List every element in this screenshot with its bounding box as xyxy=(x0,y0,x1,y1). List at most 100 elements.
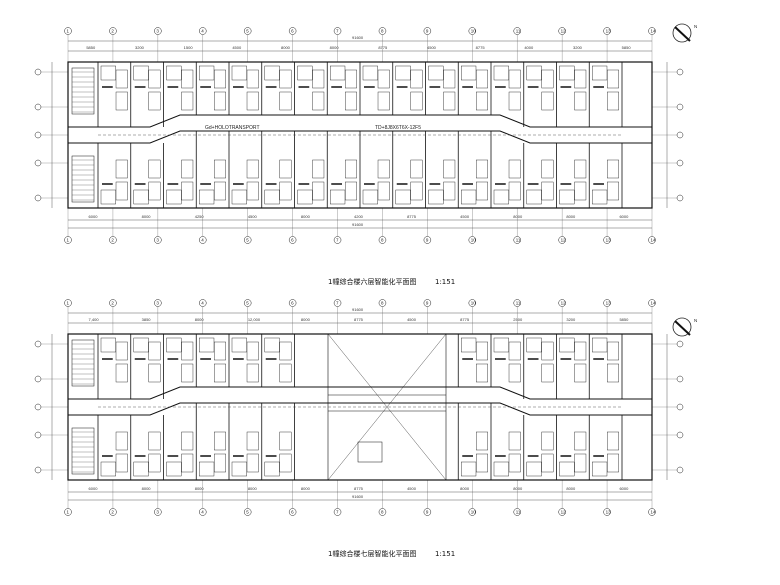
dimension-label: 12,000 xyxy=(248,317,261,322)
bed-outline xyxy=(508,91,521,111)
grid-number: 10 xyxy=(471,238,477,243)
dimension-label: 8000 xyxy=(301,214,311,219)
dimension-label: 4250 xyxy=(195,214,205,219)
grid-number: 1 xyxy=(67,301,70,306)
grid-number: 4 xyxy=(201,29,204,34)
bed-outline xyxy=(508,69,521,89)
bed-outline xyxy=(115,91,128,111)
bed-outline xyxy=(246,181,259,201)
room-outline xyxy=(357,441,383,463)
bed-outline xyxy=(508,181,521,201)
bathroom-block xyxy=(264,461,280,477)
dimension-label: 8000 xyxy=(195,317,205,322)
bathroom-block xyxy=(559,461,575,477)
grid-bubble xyxy=(648,299,656,307)
grid-number: 13 xyxy=(606,29,612,34)
overall-dimension: 91600 xyxy=(352,222,364,227)
bed-outline xyxy=(345,91,357,111)
overall-dimension: 91600 xyxy=(352,35,364,40)
grid-bubble xyxy=(648,27,656,35)
bed-outline xyxy=(476,159,488,179)
bed-outline xyxy=(214,91,226,111)
bed-outline xyxy=(541,431,554,451)
bathroom-block xyxy=(330,65,346,81)
bathroom-block xyxy=(428,65,444,81)
bed-outline xyxy=(410,91,423,111)
north-arrow-icon: N xyxy=(672,23,697,43)
grid-number: 4 xyxy=(201,301,204,306)
grid-bubble xyxy=(64,508,72,516)
bathroom-block xyxy=(133,337,149,353)
grid-bubble xyxy=(243,236,252,244)
grid-bubble xyxy=(34,431,42,439)
bathroom-block xyxy=(199,337,215,353)
bathroom-block xyxy=(264,65,280,81)
bathroom-block xyxy=(166,461,182,477)
grid-bubble xyxy=(333,27,342,35)
bed-outline xyxy=(508,363,521,383)
dimension-label: 8000 xyxy=(566,486,576,491)
grid-number: 11 xyxy=(516,238,521,243)
grid-bubble xyxy=(558,299,566,307)
grid-bubble xyxy=(603,508,611,516)
grid-bubble xyxy=(34,103,42,111)
bathroom-block xyxy=(493,337,509,353)
bathroom-block xyxy=(493,461,509,477)
dimension-label: 4500 xyxy=(407,486,417,491)
grid-bubble xyxy=(34,68,42,76)
bathroom-block xyxy=(133,461,149,477)
grid-bubble xyxy=(513,299,521,307)
grid-bubble xyxy=(154,27,162,35)
grid-bubble xyxy=(288,299,297,307)
grid-number: 1 xyxy=(67,238,70,243)
bed-outline xyxy=(574,453,587,473)
grid-number: 3 xyxy=(156,510,159,515)
bed-outline xyxy=(279,159,292,179)
grid-bubble xyxy=(34,194,42,202)
grid-number: 3 xyxy=(156,301,159,306)
grid-number: 5 xyxy=(246,238,249,243)
bed-outline xyxy=(607,69,619,89)
bed-outline xyxy=(607,431,619,451)
bathroom-block xyxy=(199,189,215,205)
bed-outline xyxy=(214,69,226,89)
bathroom-block xyxy=(133,65,149,81)
grid-bubble xyxy=(64,236,72,244)
grid-bubble xyxy=(676,375,684,383)
bathroom-block xyxy=(526,189,542,205)
bed-outline xyxy=(345,159,357,179)
grid-number: 12 xyxy=(561,238,567,243)
bed-outline xyxy=(443,181,456,201)
bed-outline xyxy=(148,363,161,383)
bathroom-block xyxy=(461,65,477,81)
bed-outline xyxy=(377,69,390,89)
grid-bubble xyxy=(558,236,566,244)
bathroom-block xyxy=(559,189,575,205)
stair-outline xyxy=(71,339,95,387)
bed-outline xyxy=(214,181,226,201)
bed-outline xyxy=(574,181,587,201)
bathroom-block xyxy=(100,461,116,477)
dimension-label: 8775 xyxy=(476,45,486,50)
bed-outline xyxy=(607,181,619,201)
bed-outline xyxy=(541,363,554,383)
bed-outline xyxy=(607,159,619,179)
bathroom-block xyxy=(297,65,313,81)
bed-outline xyxy=(181,363,194,383)
grid-number: 13 xyxy=(606,301,612,306)
bed-outline xyxy=(115,363,128,383)
grid-number: 9 xyxy=(426,510,429,515)
bed-outline xyxy=(115,453,128,473)
bed-outline xyxy=(115,181,128,201)
grid-bubble xyxy=(333,508,342,516)
bathroom-block xyxy=(461,189,477,205)
grid-bubble xyxy=(603,236,611,244)
bathroom-block xyxy=(100,189,116,205)
bed-outline xyxy=(279,69,292,89)
bed-outline xyxy=(345,181,357,201)
grid-number: 8 xyxy=(381,510,384,515)
bathroom-block xyxy=(199,65,215,81)
north-label: N xyxy=(694,24,697,29)
grid-bubble xyxy=(34,159,42,167)
bathroom-block xyxy=(592,65,608,81)
